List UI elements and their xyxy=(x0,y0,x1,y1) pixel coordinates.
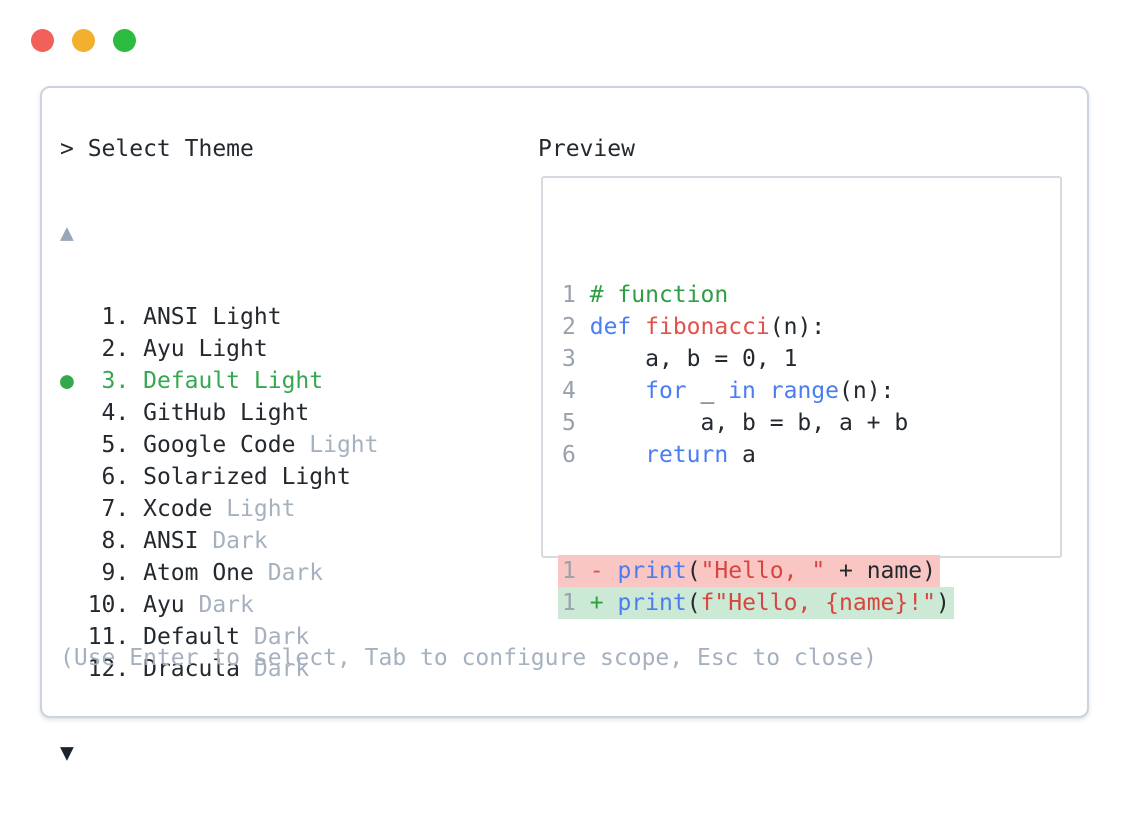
theme-select-prompt: > Select Theme xyxy=(60,136,254,162)
code-line-6: 6 return a xyxy=(562,442,756,468)
theme-item-6[interactable]: 6. Solarized Light xyxy=(60,464,351,490)
theme-list-items: 1. ANSI Light 2. Ayu Light ● 3. Default L… xyxy=(60,301,379,685)
theme-item-12[interactable]: 12. Dracula Dark xyxy=(60,656,310,682)
scroll-up-icon[interactable]: ▲ xyxy=(60,220,74,246)
diff-added-line: 1 + print(f"Hello, {name}!") xyxy=(558,587,954,619)
code-line-3: 3 a, b = 0, 1 xyxy=(562,346,798,372)
preview-title: Preview xyxy=(538,136,635,162)
theme-item-7[interactable]: 7. Xcode Light xyxy=(60,496,296,522)
diff-lines: 1 - print("Hello, " + name)1 + print(f"H… xyxy=(558,555,954,619)
theme-item-10[interactable]: 10. Ayu Dark xyxy=(60,592,254,618)
theme-item-11[interactable]: 11. Default Dark xyxy=(60,624,310,650)
help-text: (Use Enter to select, Tab to configure s… xyxy=(60,645,877,671)
theme-item-1[interactable]: 1. ANSI Light xyxy=(60,304,282,330)
theme-picker-panel: > Select Theme Preview ▲ 1. ANSI Light 2… xyxy=(40,86,1089,766)
theme-item-8[interactable]: 8. ANSI Dark xyxy=(60,528,268,554)
diff-removed-line: 1 - print("Hello, " + name) xyxy=(558,555,954,587)
theme-item-5[interactable]: 5. Google Code Light xyxy=(60,432,379,458)
code-preview: 1 # function 2 def fibonacci(n): 3 a, b = … xyxy=(558,227,954,671)
theme-item-4[interactable]: 4. GitHub Light xyxy=(60,400,310,426)
scroll-down-icon[interactable]: ▼ xyxy=(60,740,74,766)
code-line-5: 5 a, b = b, a + b xyxy=(562,410,909,436)
close-icon[interactable] xyxy=(31,29,54,52)
code-line-2: 2 def fibonacci(n): xyxy=(562,314,826,340)
code-line-1: 1 # function xyxy=(562,282,729,308)
theme-list: ▲ 1. ANSI Light 2. Ayu Light ● 3. Default… xyxy=(60,165,379,821)
window-controls xyxy=(31,29,136,52)
theme-item-9[interactable]: 9. Atom One Dark xyxy=(60,560,324,586)
minimize-icon[interactable] xyxy=(72,29,95,52)
theme-item-2[interactable]: 2. Ayu Light xyxy=(60,336,268,362)
theme-item-3[interactable]: ● 3. Default Light xyxy=(60,368,324,394)
preview-pane: 1 # function 2 def fibonacci(n): 3 a, b = … xyxy=(541,176,1062,619)
maximize-icon[interactable] xyxy=(113,29,136,52)
code-lines: 1 # function 2 def fibonacci(n): 3 a, b = … xyxy=(562,279,954,471)
code-line-4: 4 for _ in range(n): xyxy=(562,378,895,404)
